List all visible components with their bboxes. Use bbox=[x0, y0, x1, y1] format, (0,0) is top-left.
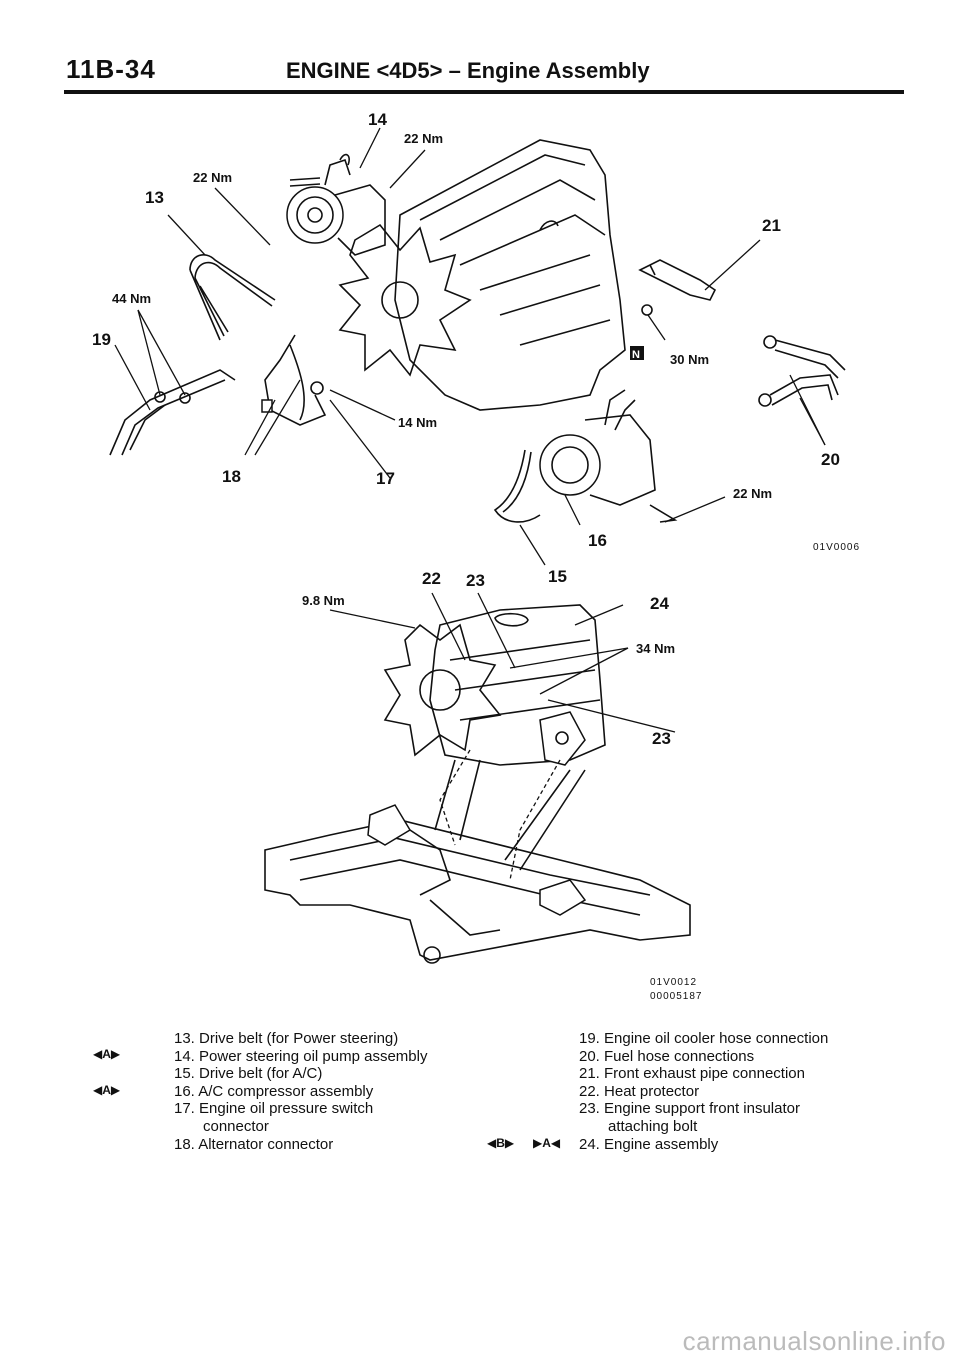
legend-item-16: 16. A/C compressor assembly bbox=[174, 1082, 374, 1100]
legend-item-24: 24. Engine assembly bbox=[579, 1135, 719, 1153]
engine-block-top bbox=[394, 139, 626, 411]
legend-item-21: 21. Front exhaust pipe connection bbox=[579, 1065, 805, 1083]
torque-label-23: 34 Nm bbox=[636, 641, 675, 656]
figure-code-top: 01V0006 bbox=[813, 542, 860, 553]
torque-label-21: 30 Nm bbox=[670, 352, 709, 367]
torque-label-14: 22 Nm bbox=[404, 131, 443, 146]
legend-item-23-cont: attaching bolt bbox=[608, 1117, 698, 1135]
legend-item-14: 14. Power steering oil pump assembly bbox=[174, 1047, 428, 1065]
badge-a-14: ◀A▶ bbox=[93, 1047, 121, 1061]
n-marker: N bbox=[632, 349, 640, 361]
torque-label-17: 14 Nm bbox=[398, 415, 437, 430]
support-mount-guides bbox=[434, 749, 586, 881]
legend-item-15: 15. Drive belt (for A/C) bbox=[174, 1065, 323, 1083]
page-number: 11B-34 bbox=[66, 54, 156, 84]
badge-a-24: ▶A◀ bbox=[533, 1136, 561, 1150]
part-label-20: 20 bbox=[821, 450, 840, 469]
exhaust-pipe-bracket bbox=[630, 259, 717, 360]
part-label-23-bottom: 23 bbox=[652, 729, 671, 748]
figure-code-bottom-2: 00005187 bbox=[650, 991, 703, 1002]
power-steering-pump bbox=[286, 153, 386, 256]
legend-right-column: 19. Engine oil cooler hose connection 20… bbox=[579, 1030, 828, 1153]
part-label-18: 18 bbox=[222, 467, 241, 486]
front-insulator bbox=[539, 711, 586, 766]
legend-item-17-cont: connector bbox=[203, 1117, 269, 1135]
fuel-hose-connections bbox=[758, 335, 846, 407]
part-label-13: 13 bbox=[145, 188, 164, 207]
page-title: ENGINE <4D5> – Engine Assembly bbox=[286, 58, 650, 83]
crossmember-subframe bbox=[264, 804, 691, 964]
torque-label-20: 22 Nm bbox=[733, 486, 772, 501]
legend-left-column: 13. Drive belt (for Power steering) 14. … bbox=[174, 1030, 427, 1153]
legend-item-18: 18. Alternator connector bbox=[174, 1135, 334, 1153]
wiring-harness bbox=[261, 334, 327, 426]
part-label-23-top: 23 bbox=[466, 571, 485, 590]
legend-item-20: 20. Fuel hose connections bbox=[579, 1047, 755, 1065]
exploded-view-diagram: 14 22 Nm 22 Nm 13 21 44 Nm 19 30 Nm N 14… bbox=[92, 110, 860, 1002]
leader-lines-bottom bbox=[329, 592, 676, 733]
watermark: carmanualsonline.info bbox=[682, 1326, 946, 1356]
header-rule bbox=[64, 90, 904, 94]
ac-drive-belt bbox=[493, 449, 541, 523]
part-label-15: 15 bbox=[548, 567, 567, 586]
part-label-14: 14 bbox=[368, 110, 387, 129]
legend-item-13: 13. Drive belt (for Power steering) bbox=[174, 1030, 399, 1047]
oil-cooler-hose bbox=[109, 369, 236, 456]
engine-block-bottom bbox=[429, 604, 606, 766]
figure-code-bottom-1: 01V0012 bbox=[650, 977, 697, 988]
ac-compressor bbox=[539, 389, 678, 523]
part-label-21: 21 bbox=[762, 216, 781, 235]
part-label-19: 19 bbox=[92, 330, 111, 349]
torque-label-19: 44 Nm bbox=[112, 291, 151, 306]
cooling-fan-top bbox=[338, 223, 472, 377]
part-label-17: 17 bbox=[376, 469, 395, 488]
badge-a-16: ◀A▶ bbox=[93, 1083, 121, 1097]
torque-label-22: 9.8 Nm bbox=[302, 593, 345, 608]
torque-label-13: 22 Nm bbox=[193, 170, 232, 185]
part-label-24: 24 bbox=[650, 594, 669, 613]
badge-b-24: ◀B▶ bbox=[487, 1136, 515, 1150]
legend-item-22: 22. Heat protector bbox=[579, 1082, 700, 1100]
part-label-22: 22 bbox=[422, 569, 441, 588]
legend-item-19: 19. Engine oil cooler hose connection bbox=[579, 1030, 829, 1047]
legend-item-17: 17. Engine oil pressure switch bbox=[174, 1100, 374, 1118]
part-label-16: 16 bbox=[588, 531, 607, 550]
leader-lines-top bbox=[114, 127, 826, 566]
cooling-fan-bottom bbox=[383, 623, 502, 757]
drive-belt-13 bbox=[189, 254, 276, 341]
legend-item-23: 23. Engine support front insulator bbox=[579, 1100, 800, 1118]
